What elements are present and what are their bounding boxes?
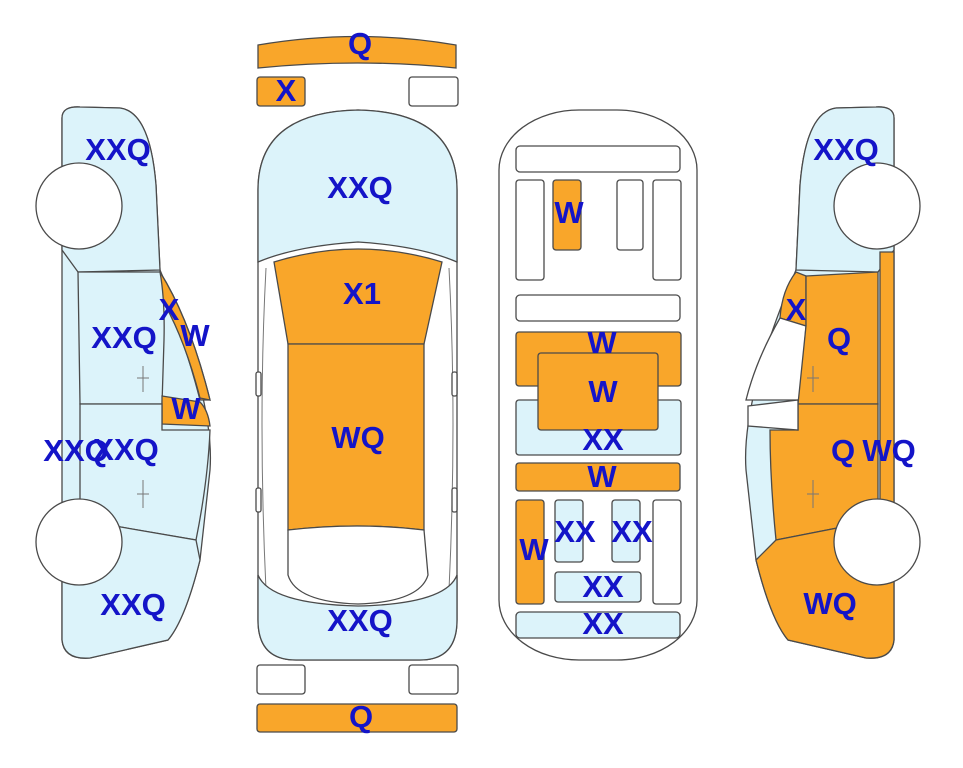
right-a-pillar-label: X: [786, 292, 807, 327]
floor-mid-top-label: W: [587, 325, 617, 360]
left-front-door-label: XXQ: [91, 320, 156, 355]
left-rear-quarter-label: XXQ: [100, 587, 165, 622]
left-side-view: XXQ X W XXQ W XXQ XXQ XXQ: [35, 106, 212, 659]
left-front-window-label: W: [180, 318, 210, 353]
floor-mid-center[interactable]: [537, 352, 659, 431]
rear-window: [287, 525, 429, 605]
left-rear-door-2-label: XXQ: [93, 432, 158, 467]
floor-rail-label: W: [587, 459, 617, 494]
floor-box-1-label: XX: [554, 514, 596, 549]
floor-box-3[interactable]: [554, 571, 642, 603]
right-rear-door-2-label: WQ: [862, 433, 915, 468]
floor-mid-bottom-label: XX: [582, 422, 624, 457]
right-rear-wheel: [833, 498, 921, 586]
trunk-label: XXQ: [327, 603, 392, 638]
floor-left-long[interactable]: [515, 499, 545, 605]
rear-left-light[interactable]: [256, 664, 306, 695]
windshield-label: X1: [343, 276, 381, 311]
right-front-wheel: [833, 162, 921, 250]
front-right-light[interactable]: [408, 76, 459, 107]
floor-left-long-label: W: [519, 532, 549, 567]
trunk-panel[interactable]: [257, 574, 458, 661]
floor-rear[interactable]: [515, 611, 681, 639]
floor-box-2[interactable]: [611, 499, 641, 563]
rear-bumper-label: Q: [349, 699, 373, 734]
front-left-light-label: X: [276, 73, 297, 108]
front-bumper-label: Q: [348, 26, 372, 61]
left-rear-window[interactable]: [161, 395, 211, 427]
top-view: Q X XXQ X1 WQ XXQ Q: [255, 26, 459, 734]
hood-label: XXQ: [327, 170, 392, 205]
right-front-door-label: Q: [827, 321, 851, 356]
right-front-fender-label: XXQ: [813, 132, 878, 167]
front-left-light[interactable]: [256, 76, 306, 107]
floor-box-2-label: XX: [611, 514, 653, 549]
right-side-view: XXQ X Q Q WQ WQ: [744, 106, 921, 659]
windshield-panel[interactable]: [273, 248, 443, 345]
floor-rail[interactable]: [515, 462, 681, 492]
underbody-view: W W W XX W W XX XX XX XX: [498, 109, 698, 661]
floor-box-1[interactable]: [554, 499, 584, 563]
floor-front-left[interactable]: [552, 179, 582, 251]
left-front-wheel: [35, 162, 123, 250]
floor-mid-center-label: W: [588, 374, 618, 409]
left-front-fender-label: XXQ: [85, 132, 150, 167]
floor-rear-label: XX: [582, 606, 624, 641]
left-rear-door-1-label: XXQ: [43, 433, 108, 468]
right-rear-quarter-label: WQ: [803, 586, 856, 621]
left-rear-window-label: W: [171, 391, 201, 426]
left-front-window[interactable]: [159, 269, 211, 401]
hood-panel[interactable]: [257, 109, 458, 263]
rear-bumper[interactable]: [256, 703, 458, 733]
rear-right-light[interactable]: [408, 664, 459, 695]
floor-box-3-label: XX: [582, 569, 624, 604]
right-rear-door-1-label: Q: [831, 433, 855, 468]
left-rear-wheel: [35, 498, 123, 586]
roof-label: WQ: [331, 420, 384, 455]
front-bumper[interactable]: [257, 35, 457, 69]
floor-front-left-label: W: [554, 195, 584, 230]
left-a-pillar-label: X: [159, 292, 180, 327]
